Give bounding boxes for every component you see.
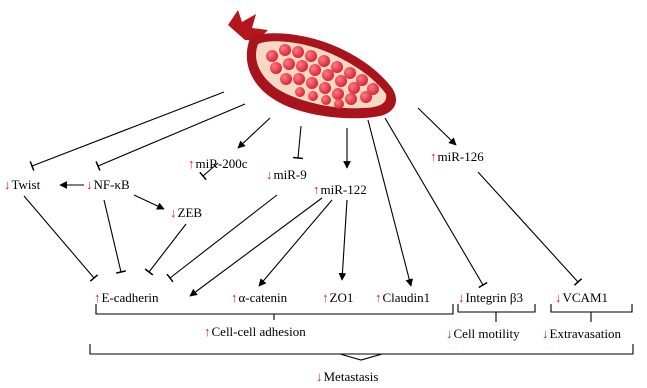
node-mir200c: miR-200c [188, 156, 248, 171]
outcome-metastasis: Metastasis [316, 369, 378, 384]
pathway-edges [24, 92, 633, 360]
node-mir126: miR-126 [430, 149, 484, 164]
node-ecadherin-label: E-cadherin [102, 290, 159, 305]
node-vcam1-label: VCAM1 [563, 290, 609, 305]
node-mir126-label: miR-126 [438, 149, 484, 164]
node-claudin1: Claudin1 [375, 290, 430, 305]
outcome-adhesion-label: Cell-cell adhesion [212, 324, 306, 339]
node-mir9: miR-9 [266, 167, 307, 182]
outcome-extravasation-label: Extravasation [550, 326, 621, 341]
pomegranate-icon [228, 10, 396, 118]
node-mir9-label: miR-9 [274, 167, 307, 182]
node-integrin-label: Integrin β3 [466, 290, 524, 305]
outcome-motility-label: Cell motility [454, 326, 520, 341]
node-acatenin: α-catenin [231, 290, 287, 305]
node-integrin: Integrin β3 [458, 290, 523, 305]
node-zeb: ZEB [170, 205, 202, 220]
node-zo1-label: ZO1 [330, 290, 354, 305]
node-vcam1: VCAM1 [555, 290, 608, 305]
node-ecadherin: E-cadherin [94, 290, 159, 305]
outcome-metastasis-label: Metastasis [324, 369, 379, 384]
outcome-adhesion: Cell-cell adhesion [204, 324, 306, 339]
outcome-motility: Cell motility [446, 326, 520, 341]
outcome-extravasation: Extravasation [542, 326, 621, 341]
node-acatenin-label: α-catenin [239, 290, 288, 305]
node-nfkb-label: NF-κB [94, 177, 130, 192]
node-claudin1-label: Claudin1 [383, 290, 431, 305]
node-zeb-label: ZEB [178, 205, 203, 220]
node-twist: Twist [4, 177, 40, 192]
node-zo1: ZO1 [322, 290, 353, 305]
node-mir200c-label: miR-200c [196, 156, 248, 171]
node-mir122: miR-122 [313, 182, 367, 197]
node-nfkb: NF-κB [86, 177, 130, 192]
node-twist-label: Twist [12, 177, 41, 192]
node-mir122-label: miR-122 [321, 182, 367, 197]
